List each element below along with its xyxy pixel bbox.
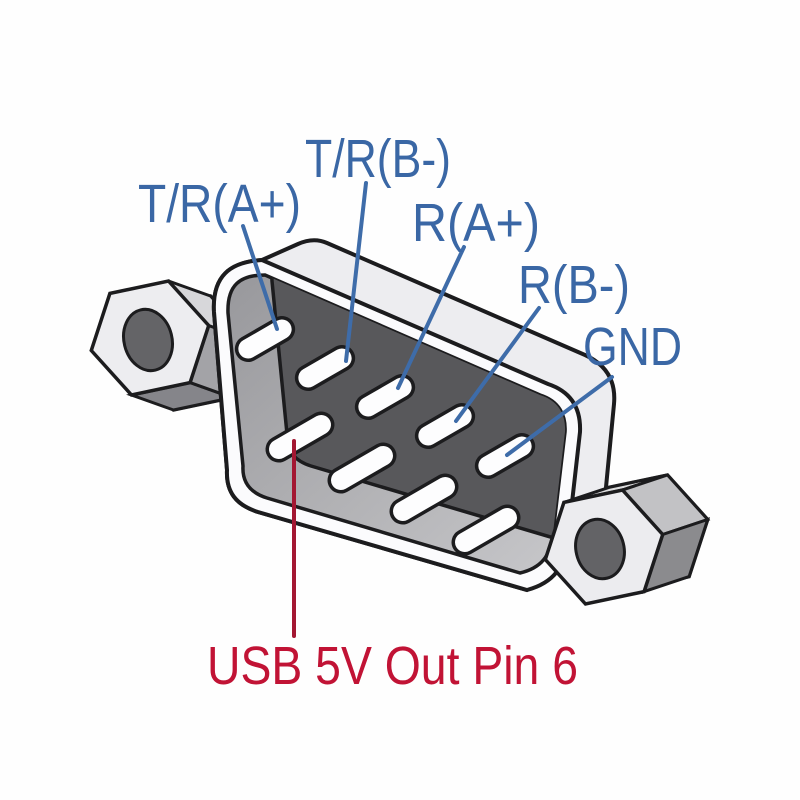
leader-line-pin3 (396, 245, 466, 390)
label-pin4: R(B-) (518, 255, 630, 315)
leader-line-pin2 (344, 181, 368, 363)
leader-line-pin4 (454, 306, 541, 423)
leader-lines (241, 181, 614, 638)
connector-body (211, 238, 617, 593)
pin-slot-9 (451, 504, 521, 556)
leader-line-pin5 (505, 375, 614, 457)
pin-slot-7 (327, 442, 397, 494)
right-hex-screw (543, 473, 711, 606)
pin-slot-1 (234, 316, 296, 362)
leader-line-pin1 (241, 224, 279, 331)
label-pin5: GND (583, 317, 682, 377)
label-pin1: T/R(A+) (138, 174, 301, 234)
pin-slot-2 (294, 345, 356, 391)
label-pin6: USB 5V Out Pin 6 (207, 636, 578, 696)
left-hex-screw-hole (122, 307, 174, 373)
label-pin3: R(A+) (412, 193, 540, 253)
right-hex-screw-hole (574, 517, 626, 581)
pin-slot-6 (265, 411, 335, 463)
pin-labels: T/R(A+) T/R(B-) R(A+) R(B-) GND USB 5V O… (138, 129, 682, 696)
pin-row-top (234, 316, 536, 479)
label-pin2: T/R(B-) (305, 129, 451, 189)
pin-row-bottom (265, 411, 521, 556)
pin-slot-8 (389, 473, 459, 525)
